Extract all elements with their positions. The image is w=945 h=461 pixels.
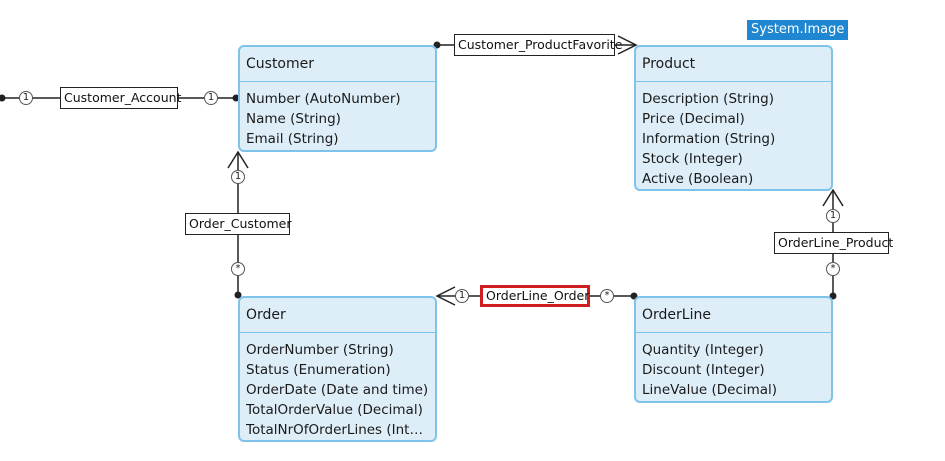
multiplicity-one: 1 — [231, 170, 245, 184]
association-customer-productfavorite[interactable]: Customer_ProductFavorite — [454, 34, 622, 56]
entity-orderline-title: OrderLine — [636, 298, 831, 333]
system-image-tag[interactable]: System.Image — [747, 20, 849, 40]
attribute[interactable]: Email (String) — [246, 131, 339, 147]
attribute[interactable]: Price (Decimal) — [642, 111, 745, 127]
association-order-customer[interactable]: Order_Customer — [185, 213, 292, 235]
entity-customer[interactable]: Customer Number (AutoNumber) Name (Strin… — [238, 45, 437, 152]
multiplicity-one: 1 — [455, 289, 469, 303]
multiplicity-one: 1 — [204, 91, 218, 105]
attribute[interactable]: OrderDate (Date and time) — [246, 382, 429, 398]
attribute[interactable]: Stock (Integer) — [642, 151, 743, 167]
attribute[interactable]: OrderNumber (String) — [246, 342, 394, 358]
attribute[interactable]: Number (AutoNumber) — [246, 91, 401, 107]
attribute[interactable]: Status (Enumeration) — [246, 362, 391, 378]
entity-customer-attributes: Number (AutoNumber) Name (String) Email … — [240, 82, 435, 149]
attribute[interactable]: Description (String) — [642, 91, 775, 107]
entity-order-title: Order — [240, 298, 435, 333]
entity-product-title: Product — [636, 47, 831, 82]
entity-orderline[interactable]: OrderLine Quantity (Integer) Discount (I… — [634, 296, 833, 403]
entity-order-attributes: OrderNumber (String) Status (Enumeration… — [240, 333, 435, 440]
multiplicity-many: * — [600, 289, 614, 303]
attribute[interactable]: TotalOrderValue (Decimal) — [246, 402, 423, 418]
multiplicity-many: * — [826, 262, 840, 276]
attribute[interactable]: Active (Boolean) — [642, 171, 754, 187]
multiplicity-one: 1 — [826, 209, 840, 223]
attribute[interactable]: Information (String) — [642, 131, 776, 147]
entity-product[interactable]: Product Description (String) Price (Deci… — [634, 45, 833, 191]
attribute[interactable]: Discount (Integer) — [642, 362, 765, 378]
association-orderline-product[interactable]: OrderLine_Product — [774, 232, 893, 254]
entity-orderline-attributes: Quantity (Integer) Discount (Integer) Li… — [636, 333, 831, 400]
multiplicity-many: * — [231, 262, 245, 276]
attribute[interactable]: LineValue (Decimal) — [642, 382, 778, 398]
entity-product-attributes: Description (String) Price (Decimal) Inf… — [636, 82, 831, 189]
association-orderline-order[interactable]: OrderLine_Order — [480, 285, 590, 307]
entity-order[interactable]: Order OrderNumber (String) Status (Enume… — [238, 296, 437, 442]
multiplicity-one: 1 — [19, 91, 33, 105]
attribute[interactable]: TotalNrOfOrderLines (Inte... — [246, 422, 429, 438]
entity-customer-title: Customer — [240, 47, 435, 82]
association-customer-account[interactable]: Customer_Account — [60, 87, 181, 109]
attribute[interactable]: Name (String) — [246, 111, 341, 127]
attribute[interactable]: Quantity (Integer) — [642, 342, 764, 358]
